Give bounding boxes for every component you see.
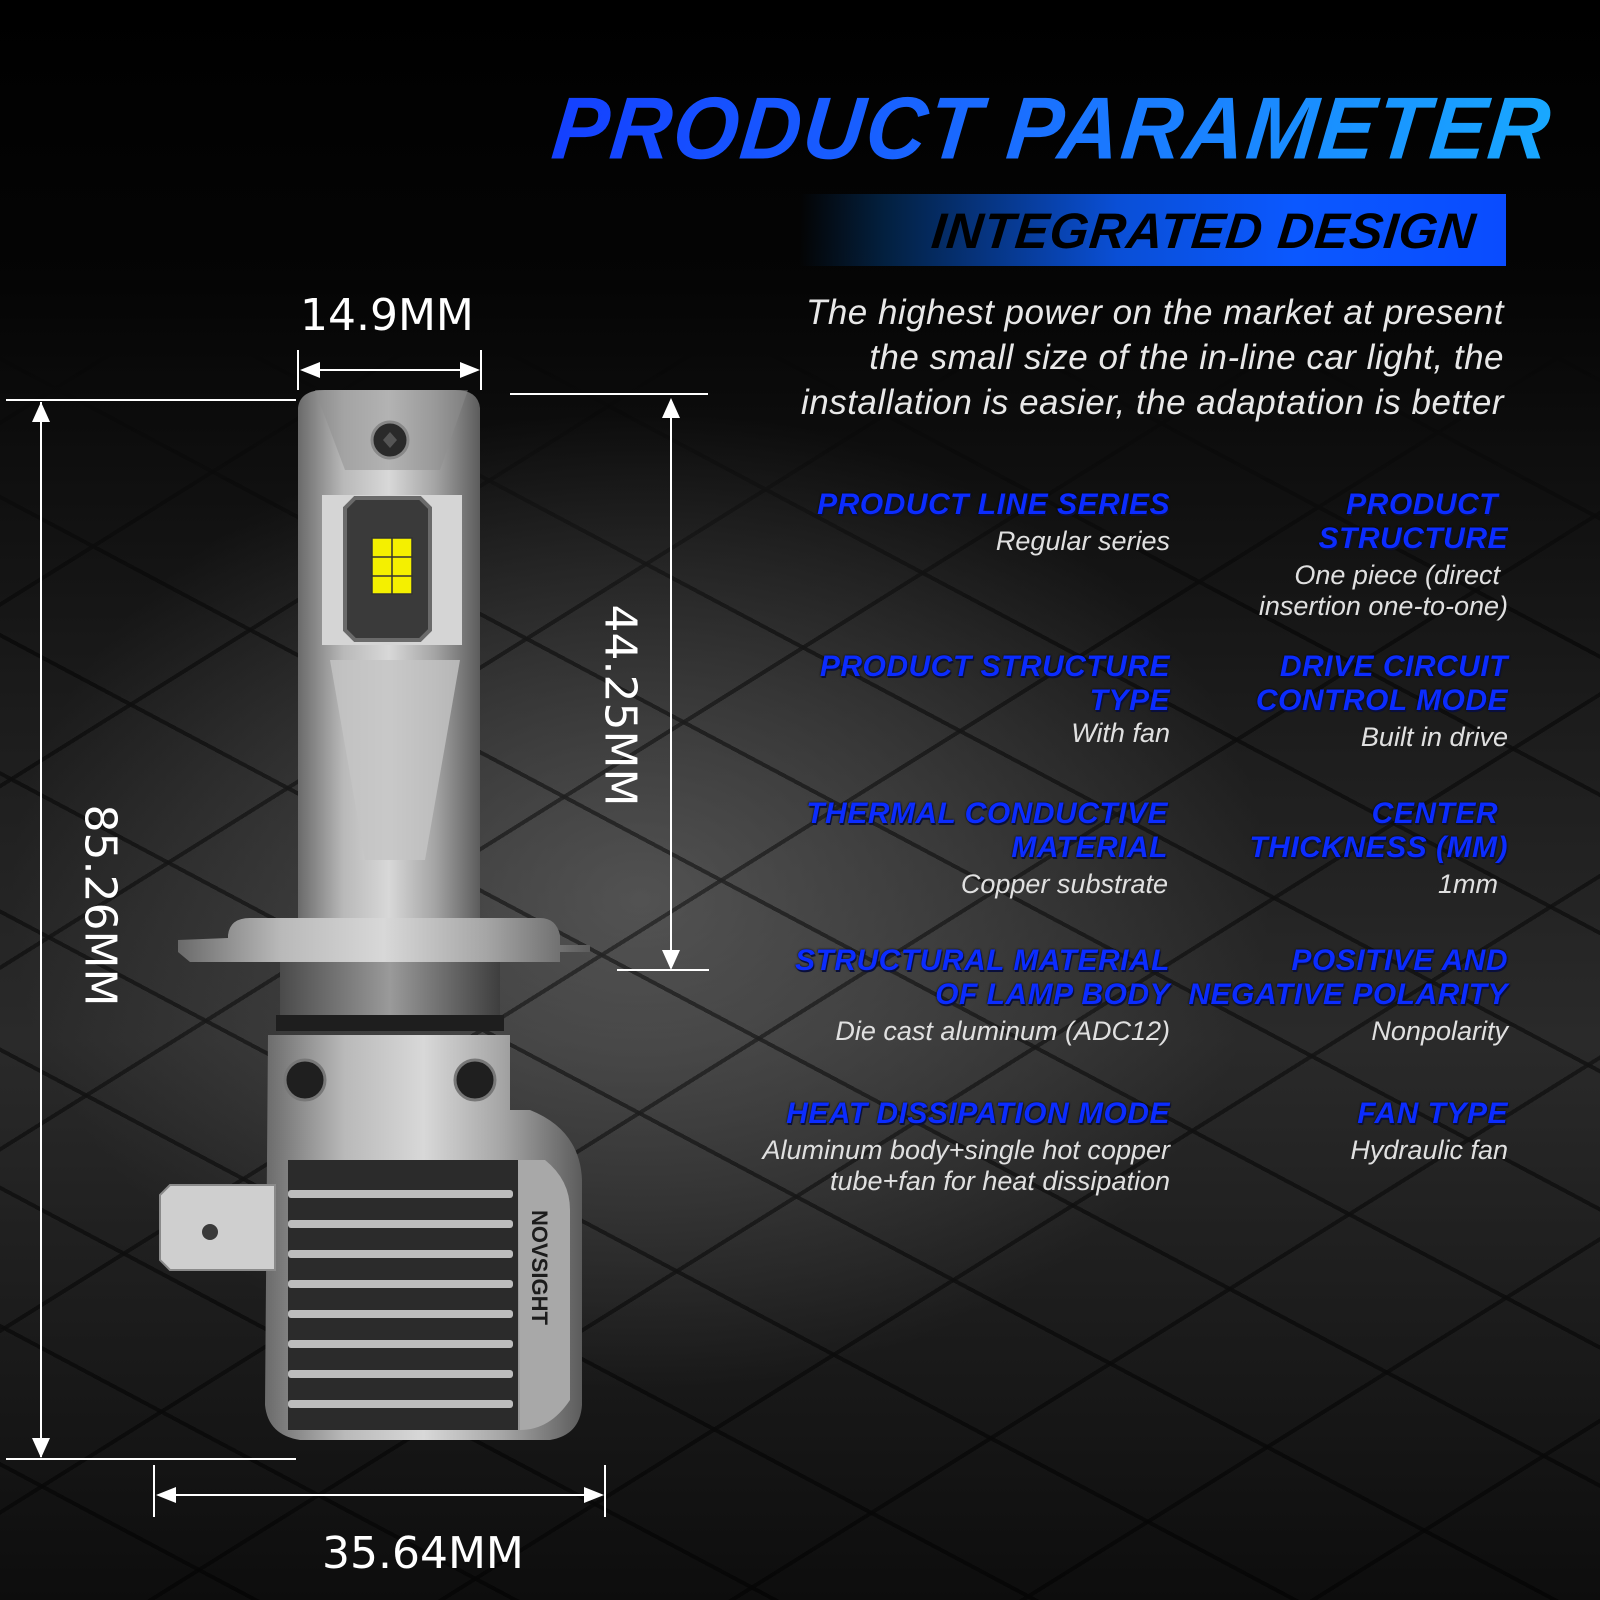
dimension-line [160, 1494, 600, 1496]
intro-line: installation is easier, the adaptation i… [800, 383, 1504, 422]
spec-label: HEAT DISSIPATION MODE [786, 1097, 1170, 1130]
spec-label: PRODUCT LINE SERIES [817, 488, 1170, 521]
spec-fan-type: FAN TYPE Hydraulic fan [1350, 1097, 1508, 1166]
dimension-tick [604, 1465, 606, 1517]
dimension-base-width: 35.64MM [322, 1528, 524, 1579]
dimension-line [670, 400, 672, 968]
brand-logo: NOVSIGHT [527, 1210, 552, 1325]
page-title: PRODUCT PARAMETER [548, 78, 1557, 180]
spec-label: NEGATIVE POLARITY [1188, 978, 1508, 1011]
dimension-line [40, 402, 42, 1457]
spec-label: OF LAMP BODY [935, 978, 1170, 1011]
spec-label: CONTROL MODE [1255, 684, 1508, 717]
spec-label: PRODUCT [1346, 488, 1498, 521]
arrow-heads-icon [662, 398, 680, 970]
arrow-heads-icon [156, 1487, 604, 1503]
dimension-tick [297, 350, 299, 390]
spec-value: Nonpolarity [1371, 1016, 1508, 1046]
arrow-heads-icon [300, 362, 480, 378]
spec-heat-dissipation-mode: HEAT DISSIPATION MODE Aluminum body+sing… [763, 1097, 1171, 1197]
intro-text: The highest power on the market at prese… [801, 290, 1504, 425]
spec-label: STRUCTURAL MATERIAL [794, 944, 1170, 977]
dimension-line [510, 393, 708, 395]
spec-value: Die cast aluminum (ADC12) [835, 1016, 1170, 1046]
spec-label: FAN TYPE [1357, 1097, 1508, 1130]
subtitle-banner: INTEGRATED DESIGN [800, 194, 1506, 266]
intro-line: The highest power on the market at prese… [805, 293, 1504, 332]
arrow-heads-icon [32, 402, 50, 1458]
spec-value: Built in drive [1360, 722, 1508, 752]
spec-value: Aluminum body+single hot copper [762, 1135, 1171, 1165]
spec-label: TYPE [1089, 684, 1170, 717]
spec-polarity: POSITIVE AND NEGATIVE POLARITY Nonpolari… [1188, 944, 1508, 1047]
spec-value: tube+fan for heat dissipation [830, 1166, 1170, 1196]
spec-value: One piece (direct [1294, 560, 1500, 590]
spec-label: PRODUCT STRUCTURE [819, 650, 1170, 683]
spec-label: THERMAL CONDUCTIVE [806, 797, 1168, 830]
intro-line: the small size of the in-line car light,… [869, 338, 1504, 377]
spec-label: THICKNESS (MM) [1249, 831, 1508, 864]
spec-drive-circuit-control-mode: DRIVE CIRCUIT CONTROL MODE Built in driv… [1256, 650, 1508, 753]
dimension-line [6, 399, 296, 401]
spec-value: Hydraulic fan [1350, 1135, 1508, 1165]
dimension-line [617, 969, 709, 971]
spec-value: Regular series [995, 526, 1170, 556]
spec-structural-material: STRUCTURAL MATERIAL OF LAMP BODY Die cas… [795, 944, 1170, 1047]
spec-label: MATERIAL [1011, 831, 1168, 864]
led-bulb-image: NOVSIGHT [159, 390, 590, 1440]
spec-value: 1mm [1438, 869, 1498, 899]
spec-label: CENTER [1371, 797, 1498, 830]
dimension-total-height: 85.26MM [74, 804, 126, 1007]
spec-label: STRUCTURE [1318, 522, 1508, 555]
spec-product-structure-type: PRODUCT STRUCTURE TYPE With fan [820, 650, 1170, 749]
dimension-line [305, 369, 473, 371]
spec-product-structure: PRODUCT STRUCTURE One piece (direct inse… [1259, 488, 1508, 622]
spec-value: insertion one-to-one) [1258, 591, 1508, 621]
spec-center-thickness: CENTER THICKNESS (MM) 1mm [1249, 797, 1508, 900]
spec-value: Copper substrate [960, 869, 1168, 899]
spec-thermal-conductive-material: THERMAL CONDUCTIVE MATERIAL Copper subst… [806, 797, 1168, 900]
spec-value: With fan [1071, 718, 1170, 748]
spec-label: POSITIVE AND [1291, 944, 1508, 977]
dimension-tick [480, 350, 482, 390]
dimension-line [6, 1458, 296, 1460]
spec-product-line-series: PRODUCT LINE SERIES Regular series [817, 488, 1170, 557]
subtitle-text: INTEGRATED DESIGN [929, 203, 1479, 259]
dimension-tick [153, 1465, 155, 1517]
spec-label: DRIVE CIRCUIT [1279, 650, 1508, 683]
dimension-top-width: 14.9MM [300, 290, 474, 341]
